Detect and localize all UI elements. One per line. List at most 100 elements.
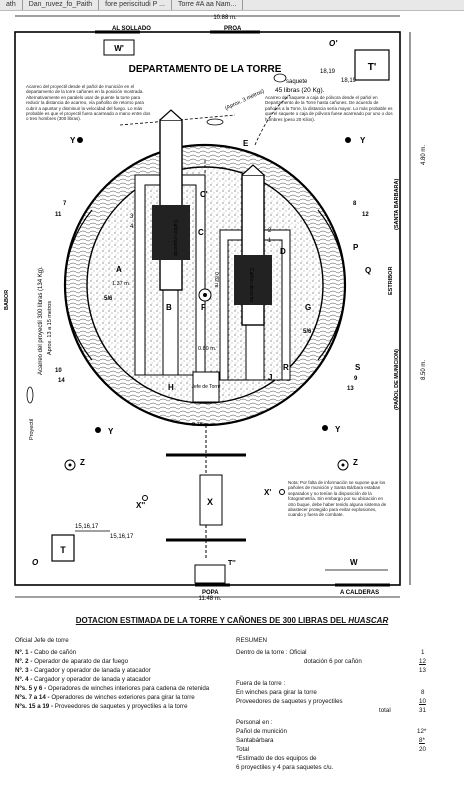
num-151617-b: 15,16,17 <box>110 534 134 540</box>
popa-label: POPA <box>202 590 219 596</box>
svg-text:4: 4 <box>130 224 134 230</box>
role-row-4: Nº. 4 - Cargador y operador de lanada y … <box>15 676 151 683</box>
acarreo-sub: Aprox. 13 a 15 metros <box>47 301 53 355</box>
role-row-7: Nºs. 15 a 19 - Proveedores de saquetes y… <box>15 703 188 710</box>
letter-c: C <box>198 228 204 237</box>
dim-078: 0.78 m. <box>192 422 211 428</box>
resumen-sub1: 13 <box>419 667 426 674</box>
estribor-label: ESTRIBOR <box>388 267 394 295</box>
letter-t-prime: T' <box>368 62 377 73</box>
svg-text:7: 7 <box>63 201 67 207</box>
proa-label: PROA <box>224 26 242 32</box>
resumen-personal: Personal en : <box>236 719 273 726</box>
bottom-note: Nota: Por falta de información se supone… <box>288 480 387 518</box>
diagram-title: DEPARTAMENTO DE LA TORRE <box>129 64 282 75</box>
letter-o: O <box>32 558 39 567</box>
letter-g: G <box>305 303 311 312</box>
role-row-6: Nºs. 7 a 14 - Operadores de winches exte… <box>15 694 195 701</box>
height-right-bottom: 8.50 m. <box>421 360 427 380</box>
resumen-fuera: Fuera de la torre : <box>236 680 286 687</box>
letter-c-prime: C' <box>200 190 208 199</box>
role-row-1: Nº. 1 - Cabo de cañón <box>15 649 77 656</box>
saquete-weight: 45 libras (20 Kg). <box>275 87 325 94</box>
letter-x-prime: X' <box>264 488 271 497</box>
letter-x: X <box>207 497 213 507</box>
projectile-path-label: (Aprox. 3 metros) <box>224 88 265 111</box>
tab-3[interactable]: fore periscitudi P ... <box>99 0 172 10</box>
tab-2[interactable]: Dan_ruvez_fo_Paith <box>23 0 100 10</box>
num-1819-a: 18,19 <box>320 69 336 75</box>
al-sollado-label: AL SOLLADO <box>112 26 151 32</box>
letter-t: T <box>60 545 66 555</box>
panol-municion-label: (PAÑOL DE MUNICION) <box>393 349 400 410</box>
letter-p: P <box>353 243 359 252</box>
letter-s: S <box>355 363 361 372</box>
turret-diagram: 10.88 m. AL SOLLADO PROA W' DEPARTAMENTO… <box>4 15 427 596</box>
tab-4[interactable]: Torre #A aa Nam... <box>172 0 244 10</box>
letter-x-double: X'' <box>136 501 145 510</box>
letter-o-prime: O' <box>329 39 338 48</box>
height-right-top: 4.80 m. <box>421 145 427 165</box>
width-top: 10.88 m. <box>213 15 237 21</box>
letter-r: R <box>283 363 289 372</box>
svg-text:5/6: 5/6 <box>104 296 113 302</box>
letter-z-2: Z <box>353 458 358 467</box>
svg-text:9: 9 <box>354 376 358 382</box>
resumen-note2: 6 proyectiles y 4 para saquetes c/u. <box>236 764 334 771</box>
babor-label: BABOR <box>4 290 10 310</box>
role-row-2: Nº. 2 - Operador de aparato de dar fuego <box>15 658 129 665</box>
caption-ship: HUASCAR <box>348 616 389 625</box>
role-row-5: Nºs. 5 y 6 - Operadores de winches inter… <box>15 685 210 692</box>
letter-a: A <box>116 265 122 274</box>
letter-t-double: T'' <box>228 560 236 567</box>
resumen-note1: *Estimado de dos equipos de <box>236 755 317 762</box>
dim-082: 0.82 m. <box>213 272 219 289</box>
svg-text:12: 12 <box>362 212 369 218</box>
right-gun-label: Cañón derecho <box>248 268 254 302</box>
letter-w: W <box>350 558 358 567</box>
left-note: Acarreo del proyectil desde el pañol de … <box>26 84 151 122</box>
svg-text:13: 13 <box>347 386 354 392</box>
letter-y-4: Y <box>335 425 341 434</box>
svg-text:11: 11 <box>55 212 62 218</box>
letter-q: Q <box>365 266 371 275</box>
letter-d: D <box>280 247 286 256</box>
letter-y-2: Y <box>360 136 366 145</box>
width-bottom-dim: 11.48 m. <box>15 596 400 602</box>
svg-text:14: 14 <box>58 378 65 384</box>
caption-prefix: DOTACION ESTIMADA DE LA TORRE Y CAÑONES … <box>75 616 349 625</box>
letter-w-prime: W' <box>114 44 124 53</box>
letter-z-1: Z <box>80 458 85 467</box>
num-151617-a: 15,16,17 <box>75 524 99 530</box>
svg-text:1: 1 <box>268 238 272 244</box>
saquete-label: saquete <box>286 79 308 85</box>
svg-text:10: 10 <box>55 368 62 374</box>
letter-b: B <box>166 303 172 312</box>
svg-text:5/6: 5/6 <box>303 329 312 335</box>
letter-y-3: Y <box>108 427 114 436</box>
santa-barbara-label: (SANTA BARBARA) <box>394 179 400 230</box>
width-bottom: 11.48 m. <box>199 596 222 602</box>
role-row-3: Nº. 3 - Cargador y operador de lanada y … <box>15 667 151 674</box>
acarreo-label: Acarreo del proyectil 300 libras (134 Kg… <box>38 266 44 375</box>
proyectil-label: Proyectil <box>29 419 35 440</box>
dim-137: 1.37 m. <box>112 281 131 287</box>
letter-f: F <box>201 303 206 312</box>
roles-header: Oficial Jefe de torre <box>15 637 69 644</box>
right-note: Acarreo del saquete a caja de pólvora de… <box>265 95 393 122</box>
svg-text:8: 8 <box>353 201 357 207</box>
tab-1[interactable]: ath <box>0 0 23 10</box>
jefe-label: Jefe de Torre <box>191 384 220 390</box>
svg-text:2: 2 <box>268 228 272 234</box>
num-1819-b: 18,19 <box>341 78 357 84</box>
